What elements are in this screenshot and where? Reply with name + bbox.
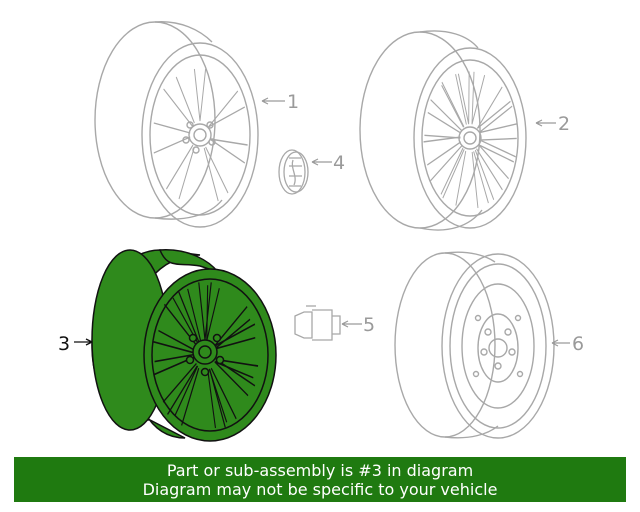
callout-2: 2	[558, 113, 570, 135]
callout-leader-5	[341, 320, 362, 328]
callout-leader-1	[261, 97, 285, 105]
banner-line-1: Part or sub-assembly is #3 in diagram	[166, 461, 474, 480]
info-banner: Part or sub-assembly is #3 in diagram Di…	[14, 457, 626, 502]
wheel-2[interactable]	[359, 30, 527, 231]
callout-5: 5	[363, 314, 375, 336]
callout-leader-4	[311, 158, 332, 166]
wheel-1[interactable]	[94, 21, 259, 228]
wheel-3[interactable]	[91, 249, 277, 442]
lug-nut-5[interactable]	[294, 305, 341, 341]
callout-4: 4	[333, 152, 345, 174]
callout-6: 6	[572, 333, 584, 355]
parts-diagram: 1 4 2 3	[58, 21, 584, 442]
callout-leader-3	[74, 338, 93, 346]
callout-leader-2	[535, 119, 556, 127]
callout-3: 3	[58, 333, 70, 355]
banner-line-2: Diagram may not be specific to your vehi…	[142, 480, 498, 499]
callout-leader-6	[551, 339, 570, 347]
center-cap-4[interactable]	[278, 149, 309, 195]
callout-1: 1	[287, 91, 299, 113]
wheel-6[interactable]	[394, 251, 555, 439]
